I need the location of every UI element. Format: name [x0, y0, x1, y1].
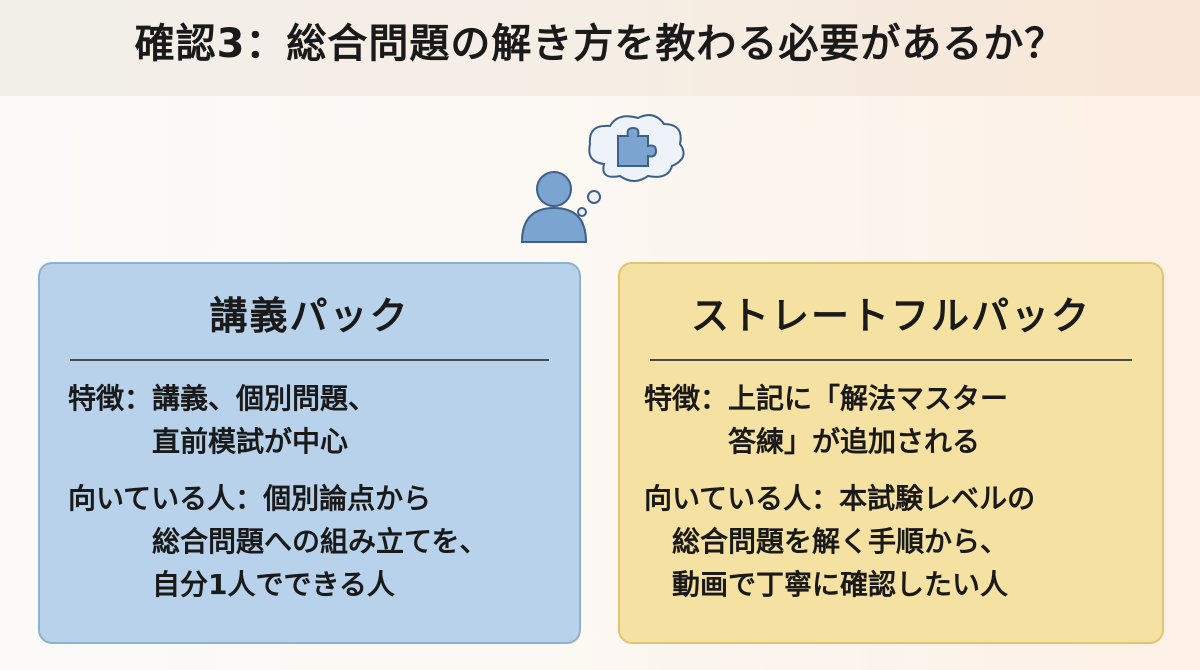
card-title: ストレートフルパック [690, 294, 1091, 338]
card-body: 特徴：上記に「解法マスター 答練」が追加される 向いている人：本試験レベルの 総… [644, 377, 1035, 606]
card-title: 講義パック [209, 294, 410, 338]
feature-line: 特徴：上記に「解法マスター [644, 382, 1009, 415]
target-line: 向いている人：個別論点から [68, 482, 432, 515]
puzzle-piece-icon [617, 126, 658, 167]
card-divider [650, 359, 1132, 361]
thinking-person-illustration [520, 114, 685, 243]
feature-line: 特徴：講義、個別問題、 [68, 382, 377, 415]
straight-full-pack-card: ストレートフルパック 特徴：上記に「解法マスター 答練」が追加される 向いている… [618, 262, 1164, 644]
feature-line: 直前模試が中心 [68, 425, 349, 458]
target-line: 自分1人でできる人 [68, 568, 395, 601]
title-band [0, 0, 1200, 96]
target-line: 向いている人：本試験レベルの [644, 482, 1036, 515]
lecture-pack-card: 講義パック 特徴：講義、個別問題、 直前模試が中心 向いている人：個別論点から … [38, 262, 581, 644]
card-divider [70, 359, 549, 361]
person-icon [520, 171, 588, 243]
feature-line: 答練」が追加される [644, 425, 981, 458]
page-title: 確認3：総合問題の解き方を教わる必要があるか？ [134, 21, 1066, 67]
target-line: 総合問題への組み立てを、 [68, 525, 488, 558]
target-line: 動画で丁寧に確認したい人 [644, 568, 1009, 601]
card-body: 特徴：講義、個別問題、 直前模試が中心 向いている人：個別論点から 総合問題への… [68, 377, 487, 606]
target-line: 総合問題を解く手順から、 [644, 525, 1009, 558]
